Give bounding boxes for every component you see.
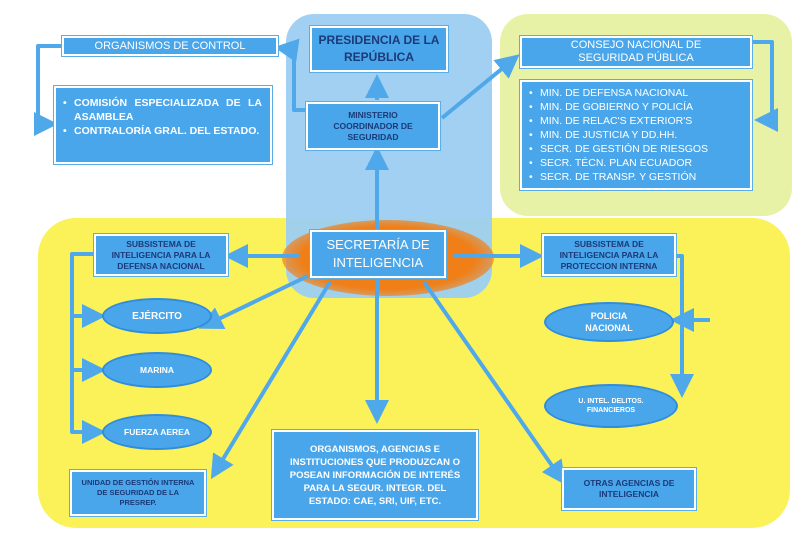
control-item: COMISIÓN ESPECIALIZADA DE LA ASAMBLEA	[60, 96, 262, 124]
arrow-control-to-list	[34, 44, 62, 136]
council-list: MIN. DE DEFENSA NACIONAL MIN. DE GOBIERN…	[526, 86, 708, 184]
internal-subsystem-title: SUBSISTEMA DE INTELIGENCIA PARA LA PROTE…	[559, 238, 659, 271]
council-item: MIN. DE DEFENSA NACIONAL	[526, 86, 708, 100]
agencies-text: ORGANISMOS, AGENCIAS E INSTITUCIONES QUE…	[289, 443, 461, 507]
control-list: COMISIÓN ESPECIALIZADA DE LA ASAMBLEA CO…	[60, 96, 262, 138]
council-item: MIN. DE RELAC'S EXTERIOR'S	[526, 114, 708, 128]
arrow-secretariat-to-other	[422, 280, 566, 485]
presidency-title: PRESIDENCIA DE LA REPÚBLICA	[318, 33, 440, 64]
unit-policia: POLICIA NACIONAL	[544, 302, 674, 342]
ministry-label: MINISTERIO COORDINADOR DE SEGURIDAD	[333, 109, 413, 142]
control-item: CONTRALORÍA GRAL. DEL ESTADO.	[60, 124, 262, 138]
arrow-presidency-to-control	[274, 38, 310, 112]
control-list-box: COMISIÓN ESPECIALIZADA DE LA ASAMBLEA CO…	[54, 86, 272, 164]
control-title: ORGANISMOS DE CONTROL	[94, 40, 246, 52]
council-item: MIN. DE JUSTICIA Y DD.HH.	[526, 128, 708, 142]
arrow-council-loop	[752, 40, 778, 132]
presrep-security-label: UNIDAD DE GESTIÓN INTERNA DE SEGURIDAD D…	[81, 478, 195, 507]
arrow-ministry-to-council	[440, 54, 520, 120]
secretariat-title: SECRETARÍA DE INTELIGENCIA	[326, 237, 430, 270]
internal-subsystem-box: SUBSISTEMA DE INTELIGENCIA PARA LA PROTE…	[542, 234, 676, 276]
other-agencies-label: OTRAS AGENCIAS DE INTELIGENCIA	[583, 478, 675, 499]
ministry-box: MINISTERIO COORDINADOR DE SEGURIDAD	[306, 102, 440, 150]
arrow-defense-to-fuerza	[70, 370, 106, 444]
council-title: CONSEJO NACIONAL DE SEGURIDAD PÚBLICA	[570, 39, 702, 64]
unit-financieros: U. INTEL. DELITOS. FINANCIEROS	[544, 384, 678, 428]
defense-subsystem-title: SUBSISTEMA DE INTELIGENCIA PARA LA DEFEN…	[111, 238, 211, 271]
unit-label: POLICIA NACIONAL	[585, 311, 633, 333]
arrow-defense-to-ejercito	[70, 252, 106, 328]
presrep-security-box: UNIDAD DE GESTIÓN INTERNA DE SEGURIDAD D…	[70, 470, 206, 516]
defense-subsystem-box: SUBSISTEMA DE INTELIGENCIA PARA LA DEFEN…	[94, 234, 228, 276]
arrow-secretariat-to-presrep	[210, 280, 332, 480]
unit-ejercito: EJÉRCITO	[102, 298, 212, 334]
unit-marina: MARINA	[102, 352, 212, 388]
unit-label: FUERZA AEREA	[124, 427, 190, 437]
council-title-box: CONSEJO NACIONAL DE SEGURIDAD PÚBLICA	[520, 36, 752, 68]
control-title-box: ORGANISMOS DE CONTROL	[62, 36, 278, 56]
council-item: SECR. TÉCN. PLAN ECUADOR	[526, 156, 708, 170]
arrow-secretariat-to-units	[198, 274, 309, 330]
council-item: MIN. DE GOBIERNO Y POLICÍA	[526, 100, 708, 114]
arrow-defense-to-marina	[70, 316, 106, 382]
council-list-box: MIN. DE DEFENSA NACIONAL MIN. DE GOBIERN…	[520, 80, 752, 190]
arrow-internal-to-units	[670, 254, 694, 398]
agencies-box: ORGANISMOS, AGENCIAS E INSTITUCIONES QUE…	[272, 430, 478, 520]
presidency-box: PRESIDENCIA DE LA REPÚBLICA	[310, 26, 448, 72]
unit-label: MARINA	[140, 365, 174, 375]
council-item: SECR. DE TRANSP. Y GESTIÓN	[526, 170, 708, 184]
unit-fuerza-aerea: FUERZA AEREA	[102, 414, 212, 450]
unit-label: EJÉRCITO	[132, 310, 182, 322]
unit-label: U. INTEL. DELITOS. FINANCIEROS	[578, 398, 644, 414]
council-item: SECR. DE GESTIÓN DE RIESGOS	[526, 142, 708, 156]
secretariat-box: SECRETARÍA DE INTELIGENCIA	[310, 230, 446, 278]
other-agencies-box: OTRAS AGENCIAS DE INTELIGENCIA	[562, 468, 696, 510]
